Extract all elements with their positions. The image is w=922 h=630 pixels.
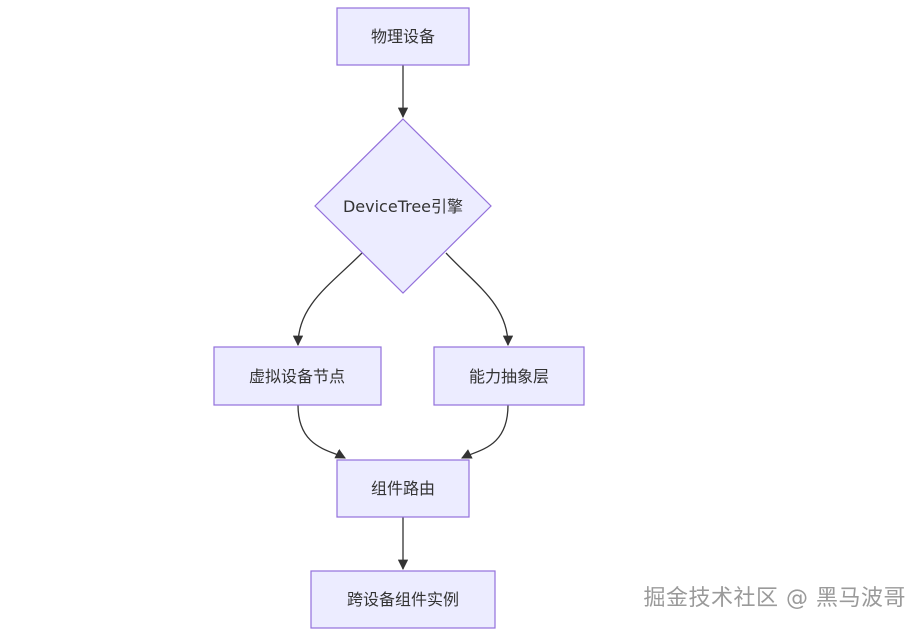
node-component-routing: 组件路由 [336,459,470,518]
edge-engine-to-virtual-node [292,252,363,347]
edge-capability-layer-to-routing [461,404,509,459]
node-virtual-device-node: 虚拟设备节点 [213,346,382,406]
watermark: 掘金技术社区 @ 黑马波哥 [643,586,906,611]
node-capability-abstraction-layer: 能力抽象层 [433,346,585,406]
node-label-cross-device-component-instance: 跨设备组件实例 [347,590,459,609]
node-label-component-routing: 组件路由 [371,479,435,498]
node-label-physical-device: 物理设备 [371,27,435,46]
edge-engine-to-capability-layer [445,252,514,347]
node-devicetree-engine: DeviceTree引擎 [314,118,492,294]
node-label-devicetree-engine: DeviceTree引擎 [343,197,463,216]
node-label-virtual-device-node: 虚拟设备节点 [249,367,345,386]
node-physical-device: 物理设备 [336,7,470,66]
edge-virtual-node-to-routing [297,404,346,459]
node-cross-device-component-instance: 跨设备组件实例 [310,570,496,629]
node-label-capability-abstraction-layer: 能力抽象层 [469,367,549,386]
